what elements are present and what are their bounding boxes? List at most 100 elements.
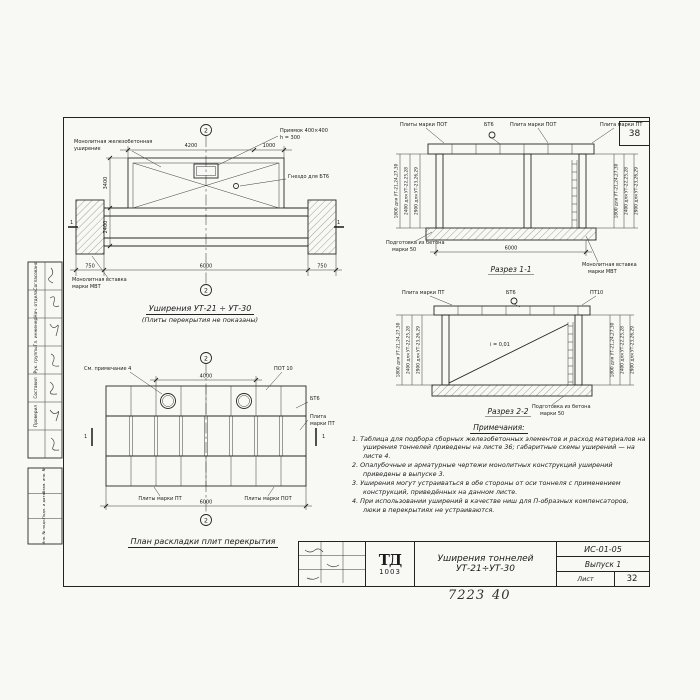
foundation [431,384,593,397]
stamp-grid-lines [299,542,365,583]
note-item: 3. Уширения могут устраиваться в обе сто… [352,479,621,496]
pit-outline [193,163,219,179]
label-leaders [129,371,309,497]
socket-mark [233,183,239,189]
logo-monogram: ТД [378,550,402,569]
label-slab-pt: Плита марки ПТ [402,290,445,296]
left-margin-strip: Согласовано Нач. отдела Гл. инженер Рук.… [27,261,63,545]
stamp-right-block: ИС-01-05 Выпуск 1 Лист 32 [557,542,649,586]
notes-block: Примечания: 1. Таблица для подбора сборн… [352,423,646,515]
axis-bubble-top [200,124,212,136]
height-dim-label: 2400 для УТ-22,25,28 [406,326,412,374]
dim-label: 4000 [200,373,213,379]
stamp-code: ИС-01-05 [557,542,649,557]
plan-slab-caption: План раскладки плит перекрытия [88,529,318,548]
widening-outline [127,157,285,209]
sheet-corner-number: 38 [619,121,650,146]
margin-role-label: Гл. инженер [33,318,39,347]
axis-bubble-bottom [200,514,212,526]
margin-role-label: Проверил [33,405,39,427]
height-dim-lines-right [586,153,638,229]
plan-slab-layout-drawing: 2 См. примечание 4 ПОТ 10 4000 [84,352,336,526]
floor-slope-line [448,323,569,384]
label-slab-pt: Плита марки ПТ [600,122,643,128]
dim-label: 750 [317,263,327,269]
height-dim-label: 2900 для УТ-23,26,29 [414,167,420,215]
label-base: Подготовка из бетона [532,404,591,410]
margin-role-label: Согласовано [33,261,39,290]
axis-bubble-top [200,352,212,364]
caption-title: Уширения УТ-21 ÷ УТ-30 [145,304,255,315]
handwritten-number-left: 7223 [448,588,486,603]
dim-label: 750 [85,263,95,269]
note-item: 4. При использовании уширений в качестве… [352,497,629,514]
walls [441,314,583,386]
label-bt6: БТ6 [484,122,494,128]
height-dim-lines-right [582,314,634,386]
sheet-label: Лист [557,572,615,586]
section-title: Разрез 2-2 [487,407,528,416]
cut-mark-label: 1 [322,434,325,440]
callout-insert: Монолитная вставка [72,277,127,283]
margin-role-label: Составил [33,377,39,398]
label-slab-pot: Плита марки ПОТ [510,122,557,128]
axis-label: 2 [204,287,208,294]
notes-heading: Примечания: [352,423,646,434]
sheet-number: 32 [626,574,638,584]
margin-role-label: Нач. отдела [33,290,39,318]
dimension-width [430,240,592,256]
archive-label: Подп. и дата [41,493,46,519]
label-bt6: БТ6 [506,290,516,296]
dimension-top [150,376,262,386]
label-pt-bottom: Плиты марки ПТ [138,496,182,502]
foundation [425,227,597,241]
roof-slabs [427,143,595,155]
walls [435,153,587,229]
label-see-note: См. примечание 4 [84,366,131,372]
height-dim-label: 1800 для УТ-21,24,27,30 [610,322,616,377]
height-dim-label: 2900 для УТ-23,26,29 [416,326,422,374]
corner-number-label: 38 [628,128,641,139]
dimension-left [106,155,128,249]
height-dim-label: 1800 для УТ-21,24,27,30 [614,163,620,218]
cut-mark-label: 1 [70,220,73,226]
label-base: Подготовка из бетона [386,240,445,246]
cut-mark-label: 1 [337,220,340,226]
callout-widening: Монолитная железобетонная [74,139,152,145]
label-bt6: БТ6 [310,396,320,402]
label-base: марки 50 [540,411,564,417]
section-1-1-drawing: 6000 1800 для УТ-21,24,27,30 2400 для УТ… [386,122,643,275]
callout-socket: Гнездо для БТ6 [288,174,329,180]
archive-label: Инв. № подл. [41,518,46,544]
ladder [567,322,574,385]
callout-widening: уширение [74,146,101,152]
slab-grid [105,385,307,487]
stamp-logo: ТД 1003 [366,542,415,586]
stamp-signature-grid [299,542,366,586]
stamp-doc-title: Уширения тоннелей УТ-21÷УТ-30 [415,542,557,586]
handwritten-number-right: 40 [492,588,511,603]
label-pot10: ПОТ 10 [274,366,293,372]
corridor-walls [104,207,308,247]
label-slabs-pot: Плиты марки ПОТ [400,122,448,128]
signature-table [27,261,63,459]
stamp-sheet-row: Лист 32 [557,572,649,586]
axis-label: 2 [204,355,208,362]
plan-widening-drawing: 2 1 1 [68,124,344,296]
section-2-2-drawing: i = 0,01 1800 для УТ-21,24,27,30 2400 дл… [396,290,636,417]
caption-subtitle: (Плиты перекрытия не показаны) [141,316,259,324]
callout-leaders [91,135,287,279]
stamp-issue: Выпуск 1 [557,557,649,572]
label-pot-bottom: Плиты марки ПОТ [244,496,292,502]
note-item: 2. Опалубочные и арматурные чертежи моно… [352,461,613,478]
callout-pit: Приямок 400×400 [280,128,328,134]
height-dim-lines-left [396,314,442,386]
monolithic-insert-left [75,199,105,255]
dim-label: 1000 [263,143,276,149]
callout-pit: h = 300 [280,135,300,141]
archive-label: Взам. инв. № [41,468,46,494]
manhole-right [236,393,252,409]
dimension-top [120,146,292,158]
label-leaders [429,295,597,406]
